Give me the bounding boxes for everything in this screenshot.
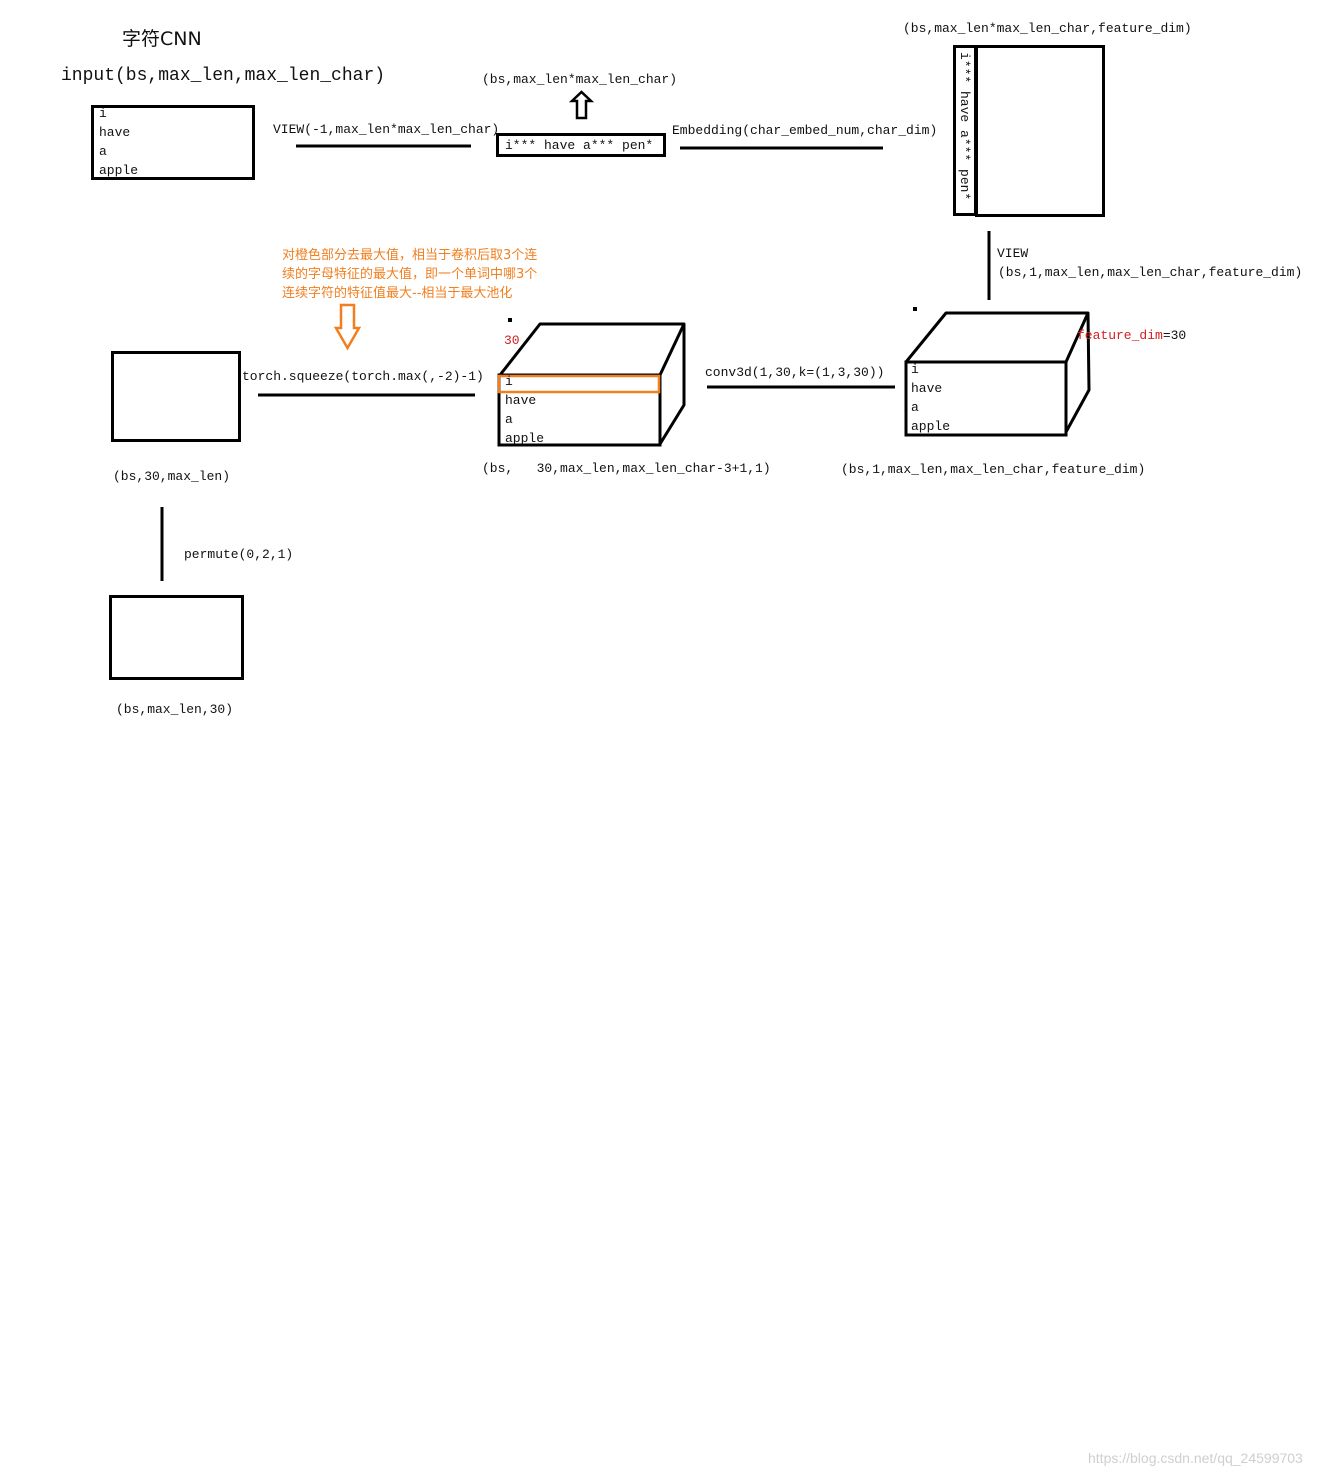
input-cube bbox=[904, 311, 1091, 437]
dot-mark bbox=[913, 307, 917, 311]
annotation-note: 对橙色部分去最大值，相当于卷积后取3个连 续的字母特征的最大值，即一个单词中哪3… bbox=[282, 246, 537, 303]
final-box bbox=[109, 595, 244, 680]
cube-shape-label: (bs,1,max_len,max_len_char,feature_dim) bbox=[841, 462, 1146, 477]
list-item: apple bbox=[99, 163, 139, 178]
watermark: https://blog.csdn.net/qq_24599703 bbox=[1088, 1450, 1303, 1466]
list-item: apple bbox=[505, 431, 545, 446]
pooled-box bbox=[111, 351, 241, 442]
list-item: have bbox=[911, 381, 943, 396]
feature-dim-label: feature_dim bbox=[1077, 328, 1163, 343]
list-item: a bbox=[911, 400, 919, 415]
embed-vertical-text: i*** have a*** pen* bbox=[957, 52, 972, 201]
conv-label: conv3d(1,30,k=(1,3,30)) bbox=[705, 365, 885, 380]
highlight-row bbox=[497, 374, 661, 394]
feature-dim-value: =30 bbox=[1162, 328, 1187, 343]
final-shape-label: (bs,max_len,30) bbox=[116, 702, 234, 717]
input-label: input(bs,max_len,max_len_char) bbox=[61, 66, 386, 86]
flat-sequence-text: i*** have a*** pen* bbox=[505, 138, 654, 153]
annotation-line: 续的字母特征的最大值，即一个单词中哪3个 bbox=[282, 267, 538, 282]
list-item: i bbox=[99, 106, 107, 121]
mid-word-list: i have a apple bbox=[505, 372, 544, 448]
input-box bbox=[91, 105, 255, 180]
view1-label: VIEW(-1,max_len*max_len_char) bbox=[273, 122, 500, 137]
flat-shape-label: (bs,max_len*max_len_char) bbox=[482, 72, 678, 87]
embedding-label: Embedding(char_embed_num,char_dim) bbox=[672, 123, 938, 138]
page-title: 字符CNN bbox=[122, 28, 202, 50]
list-item: a bbox=[99, 144, 107, 159]
depth-label: 30 bbox=[504, 333, 520, 348]
squeeze-label: torch.squeeze(torch.max(,-2)-1) bbox=[242, 369, 484, 384]
down-arrow-icon bbox=[333, 303, 362, 351]
list-item: have bbox=[505, 393, 537, 408]
flat-sequence-box bbox=[496, 133, 666, 157]
list-item: i bbox=[911, 362, 919, 377]
up-arrow-icon bbox=[568, 90, 595, 120]
input-word-list: i have a apple bbox=[99, 104, 138, 180]
conv-output-cube bbox=[497, 322, 686, 447]
embed-matrix-box bbox=[975, 45, 1105, 217]
mid-shape-label: (bs, 30,max_len,max_len_char-3+1,1) bbox=[482, 461, 771, 476]
list-item: a bbox=[505, 412, 513, 427]
list-item: apple bbox=[911, 419, 951, 434]
permute-label: permute(0,2,1) bbox=[184, 547, 294, 562]
view2-shape: (bs,1,max_len,max_len_char,feature_dim) bbox=[998, 265, 1303, 280]
annotation-line: 对橙色部分去最大值，相当于卷积后取3个连 bbox=[282, 248, 538, 263]
embed-shape-label: (bs,max_len*max_len_char,feature_dim) bbox=[903, 21, 1192, 36]
annotation-line: 连续字符的特征值最大--相当于最大池化 bbox=[282, 286, 513, 301]
view2-label: VIEW bbox=[997, 246, 1029, 261]
feature-dim-note: feature_dim=30 bbox=[1077, 328, 1186, 344]
cube-word-list: i have a apple bbox=[911, 360, 950, 436]
list-item: i bbox=[505, 374, 513, 389]
pooled-shape-label: (bs,30,max_len) bbox=[113, 469, 231, 484]
dot-mark bbox=[508, 318, 512, 322]
list-item: have bbox=[99, 125, 131, 140]
